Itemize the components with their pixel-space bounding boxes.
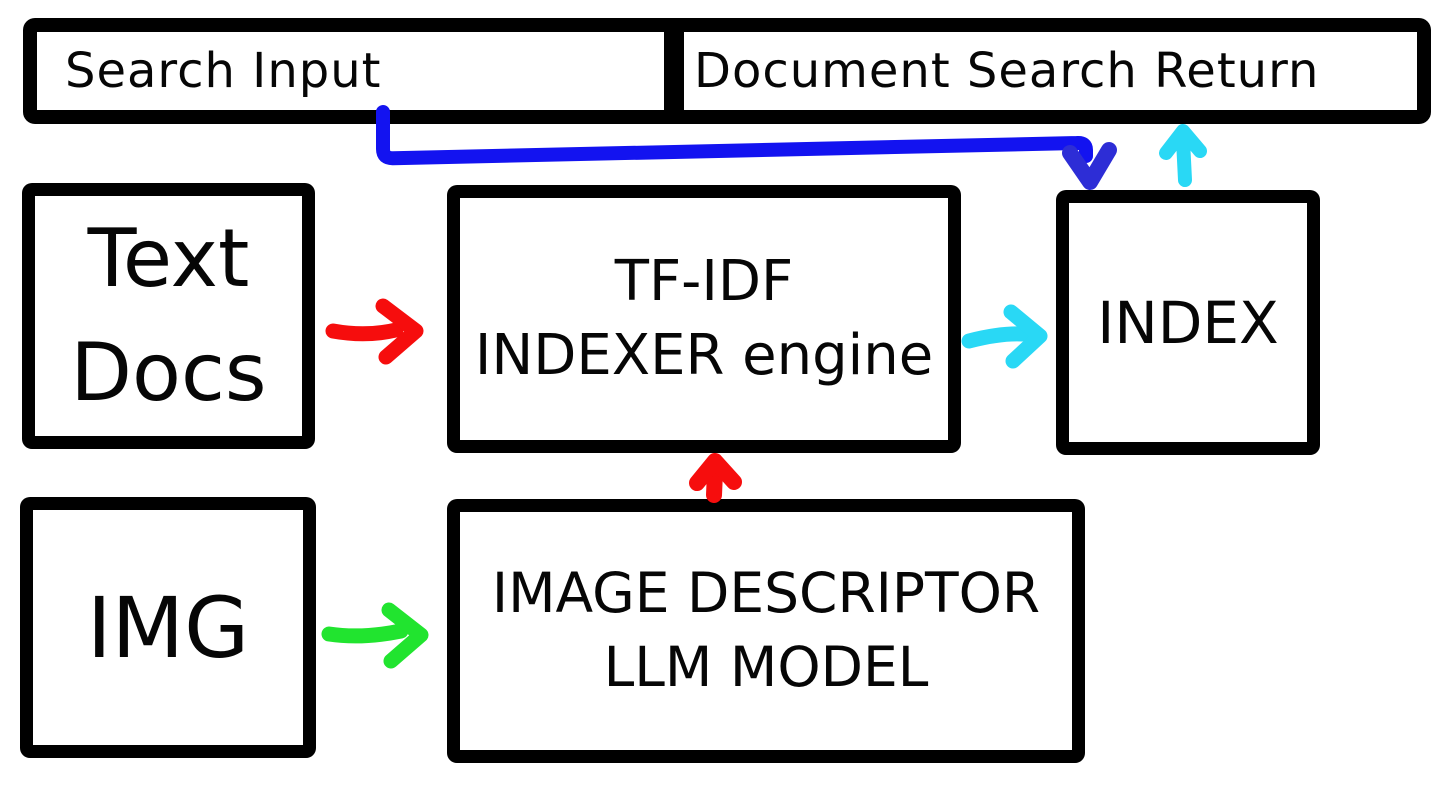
node-index: INDEX xyxy=(1056,190,1320,455)
search-input-box: Search Input xyxy=(37,32,664,110)
document-search-return-label: Document Search Return xyxy=(694,43,1320,99)
img-label: IMG xyxy=(86,578,250,677)
tfidf-label-line1: TF-IDF xyxy=(614,249,794,315)
arrow-img-to-llm-model xyxy=(321,602,429,669)
node-tfidf-indexer-engine: TF-IDF INDEXER engine xyxy=(447,185,961,453)
top-bar: Search Input Document Search Return xyxy=(23,18,1431,124)
text-docs-label-line1: Text xyxy=(87,212,250,306)
node-img: IMG xyxy=(20,497,316,758)
arrow-indexer-engine-to-index xyxy=(961,304,1048,369)
arrow-llm-model-to-indexer-engine xyxy=(689,453,742,503)
tfidf-label-line2: INDEXER engine xyxy=(474,323,934,388)
node-text-docs: Text Docs xyxy=(22,183,315,449)
index-label: INDEX xyxy=(1097,288,1279,357)
arrow-index-to-document-search-return xyxy=(1159,124,1207,187)
search-input-label: Search Input xyxy=(65,43,382,99)
node-image-descriptor-llm-model: IMAGE DESCRIPTOR LLM MODEL xyxy=(447,499,1085,763)
llm-label-line2: LLM MODEL xyxy=(603,635,929,699)
arrow-text-docs-to-indexer-engine xyxy=(325,298,424,365)
text-docs-label-line2: Docs xyxy=(70,326,267,419)
llm-label-line1: IMAGE DESCRIPTOR xyxy=(491,561,1041,626)
document-search-return-box: Document Search Return xyxy=(684,32,1417,110)
